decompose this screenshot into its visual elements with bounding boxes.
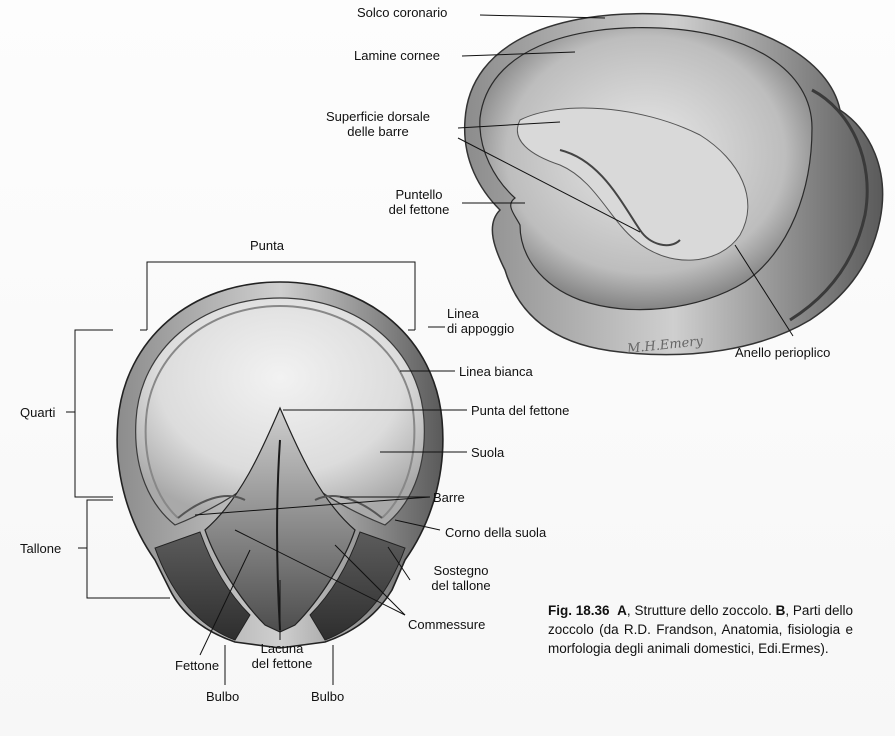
- leader-sostegno: [387, 546, 411, 581]
- label-punta: Punta: [250, 238, 284, 253]
- bracket-punta: [146, 261, 416, 330]
- label-superficie-dorsale: Superficie dorsale delle barre: [298, 109, 458, 139]
- hoof-a-frog-ridge: [559, 149, 681, 247]
- hoof-b-bar-right: [314, 495, 383, 519]
- label-punta-fettone: Punta del fettone: [471, 403, 570, 418]
- figure-caption: Fig. 18.36 A, Strutture dello zoccolo. B…: [548, 601, 853, 658]
- leader-commessure-1: [234, 529, 406, 616]
- bracket-quarti: [74, 329, 113, 498]
- hoof-b-white-line-right: [279, 305, 416, 519]
- caption-fig-number: Fig. 18.36: [548, 603, 610, 618]
- hoof-b-white-line: [144, 305, 281, 519]
- hoof-a-dorsal-bar: [517, 107, 749, 261]
- caption-a-letter: A: [617, 603, 627, 618]
- bracket-tallone: [86, 499, 170, 599]
- leader-lines-a: [457, 14, 794, 337]
- hoof-a-illustration: [463, 12, 884, 356]
- label-bulbo-left: Bulbo: [206, 689, 240, 704]
- label-linea-appoggio: Linea di appoggio: [447, 306, 514, 336]
- label-tallone: Tallone: [20, 541, 62, 556]
- leader-anello: [734, 244, 794, 337]
- hoof-b-bar-left: [177, 495, 246, 519]
- label-commessure: Commessure: [408, 617, 486, 632]
- label-barre: Barre: [433, 490, 465, 505]
- hoof-b-heel-left: [154, 531, 251, 641]
- caption-a-text: , Strutture dello zoccolo.: [626, 603, 772, 618]
- label-superficie-dorsale-line2: delle barre: [347, 124, 409, 139]
- leader-solco-coronario: [479, 14, 606, 19]
- label-quarti: Quarti: [20, 405, 56, 420]
- leader-corno-suola: [394, 519, 441, 531]
- leader-barre-2: [194, 496, 431, 516]
- label-superficie-dorsale-line1: Superficie dorsale: [325, 109, 431, 124]
- hoof-b-heel-right: [309, 531, 406, 641]
- label-lacuna-line2: del fettone: [251, 656, 313, 671]
- label-suola: Suola: [471, 445, 505, 460]
- caption-b-text: , Parti dello zoccolo (da R.D. Frandson,…: [548, 603, 853, 656]
- label-fettone: Fettone: [175, 658, 220, 673]
- label-linea-appoggio-line1: Linea: [447, 306, 479, 321]
- label-solco-coronario: Solco coronario: [357, 5, 448, 20]
- label-anello-perioplico: Anello perioplico: [735, 345, 831, 360]
- label-puntello-fettone: Puntello del fettone: [374, 187, 464, 217]
- hoof-b-central-sulcus: [276, 439, 281, 631]
- leader-superficie-1: [457, 121, 561, 129]
- leader-commessure-2: [334, 544, 406, 616]
- caption-b-letter: B: [775, 603, 786, 618]
- leader-superficie-2: [457, 137, 641, 233]
- hoof-b-illustration: [116, 281, 444, 649]
- label-linea-appoggio-line2: di appoggio: [447, 321, 515, 336]
- label-lacuna-fettone: Lacuna del fettone: [240, 641, 324, 671]
- label-linea-bianca: Linea bianca: [459, 364, 533, 379]
- hoof-a-perioplic-band: [789, 88, 869, 322]
- leader-fettone: [199, 549, 251, 656]
- label-puntello-line1: Puntello: [395, 187, 443, 202]
- label-sostegno-line2: del tallone: [431, 578, 491, 593]
- leader-lamine-cornee: [461, 51, 576, 57]
- label-sostegno-tallone: Sostegno del tallone: [416, 563, 506, 593]
- label-lamine-cornee: Lamine cornee: [354, 48, 440, 63]
- leader-lines-b: [66, 261, 467, 685]
- label-lacuna-line1: Lacuna: [260, 641, 304, 656]
- label-corno-suola: Corno della suola: [445, 525, 547, 540]
- label-puntello-line2: del fettone: [388, 202, 450, 217]
- label-bulbo-right: Bulbo: [311, 689, 345, 704]
- label-sostegno-line1: Sostegno: [433, 563, 489, 578]
